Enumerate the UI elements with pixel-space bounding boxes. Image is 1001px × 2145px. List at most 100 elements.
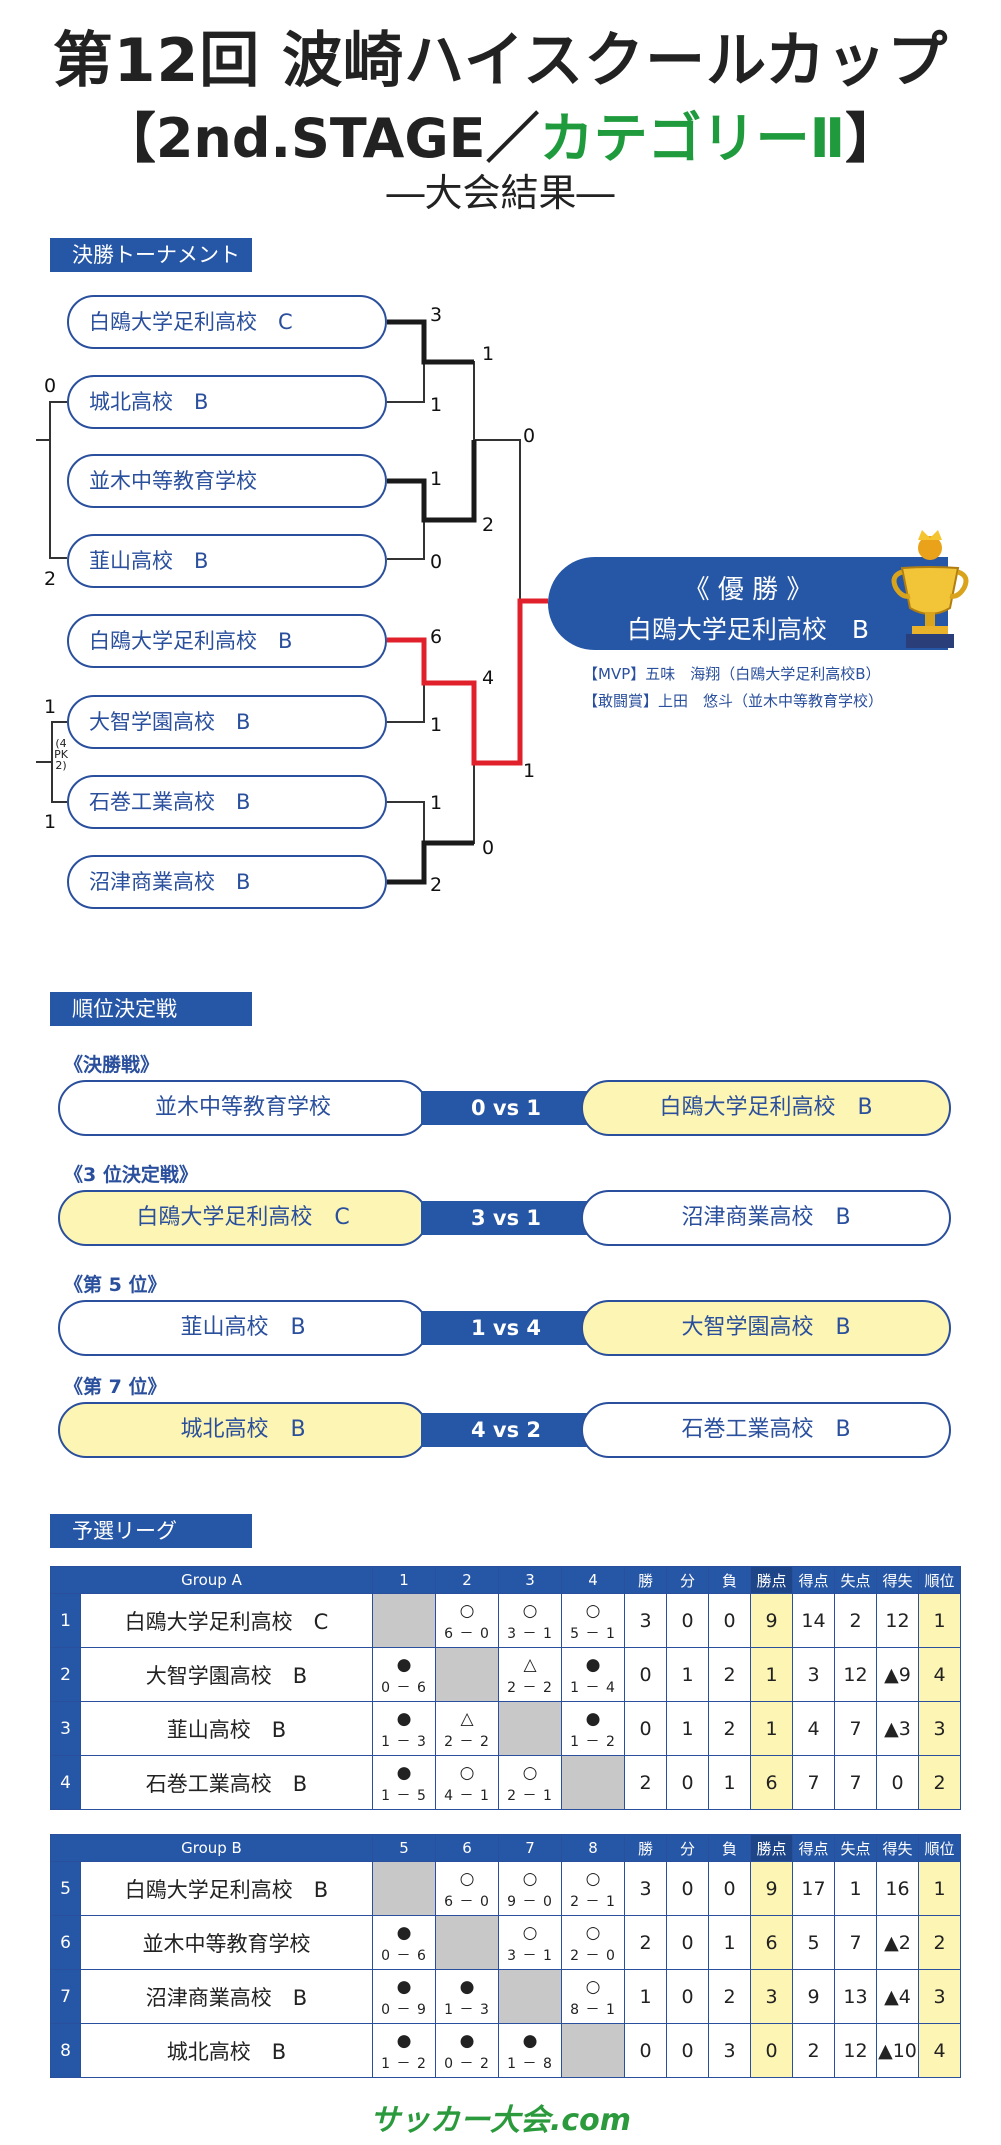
column-header: 1: [372, 1566, 436, 1594]
ranking-right-team: 石巻工業高校 B: [581, 1402, 951, 1458]
ranking-left-team: 城北高校 B: [58, 1402, 428, 1458]
team-name: 沼津商業高校 B: [80, 1969, 373, 2024]
stat-header: 失点: [834, 1566, 877, 1594]
stat-header: 順位: [918, 1566, 961, 1594]
team-name: 並木中等教育学校: [80, 1915, 373, 1970]
match-result: ○6 － 0: [435, 1593, 499, 1648]
self-match-cell: [435, 1915, 499, 1970]
result-mark: ○: [585, 1600, 601, 1621]
group-name: Group B: [50, 1834, 373, 1862]
score-r2-1: 1: [482, 343, 495, 365]
section-header-bracket: 決勝トーナメント: [50, 238, 252, 272]
stat-cell: 0: [708, 1861, 751, 1916]
match-result: △2 － 2: [435, 1701, 499, 1756]
stat-header: 勝: [624, 1566, 667, 1594]
stat-cell: 7: [834, 1915, 877, 1970]
column-header: 6: [435, 1834, 499, 1862]
column-header: 3: [498, 1566, 562, 1594]
stat-cell: 2: [834, 1593, 877, 1648]
self-match-cell: [498, 1969, 562, 2024]
stat-cell: 2: [918, 1755, 961, 1810]
stat-cell: 0: [666, 1755, 709, 1810]
stat-header: 順位: [918, 1834, 961, 1862]
stat-cell: 2: [918, 1915, 961, 1970]
stat-header: 得点: [792, 1834, 835, 1862]
score-side-bot-b: 1: [44, 811, 57, 833]
stat-cell: 16: [876, 1861, 919, 1916]
award-fighting: 【敢闘賞】上田 悠斗（並木中等教育学校）: [583, 692, 884, 710]
ranking-label: 《決勝戦》: [64, 1054, 160, 1076]
column-header: 7: [498, 1834, 562, 1862]
ranking-label: 《第 7 位》: [64, 1376, 167, 1398]
award-mvp: 【MVP】五味 海翔（白鴎大学足利高校B）: [583, 665, 881, 683]
stat-cell: 1: [708, 1755, 751, 1810]
stat-header: 勝: [624, 1834, 667, 1862]
bracket-team-1: 白鴎大学足利高校 C: [67, 295, 387, 349]
bracket-team-4: 韮山高校 B: [67, 534, 387, 588]
result-score: 3 － 1: [507, 1947, 553, 1964]
self-match-cell: [498, 1701, 562, 1756]
stat-cell: 12: [834, 1647, 877, 1702]
stat-cell: 0: [624, 2023, 667, 2078]
stat-cell: ▲3: [876, 1701, 919, 1756]
stat-cell: 3: [918, 1969, 961, 2024]
page-title: 第12回 波崎ハイスクールカップ: [52, 26, 949, 96]
result-mark: ●: [459, 1976, 475, 1997]
row-number: 6: [50, 1915, 81, 1970]
result-mark: ○: [459, 1762, 475, 1783]
stat-cell: ▲4: [876, 1969, 919, 2024]
stat-header: 勝点: [750, 1566, 793, 1594]
result-score: 1 － 2: [570, 1733, 616, 1750]
score-r1-5: 6: [430, 626, 443, 648]
stat-cell: 2: [708, 1701, 751, 1756]
stat-cell: 1: [918, 1861, 961, 1916]
bracket-lines: [36, 319, 548, 885]
stat-cell: 0: [876, 1755, 919, 1810]
result-score: 5 － 1: [570, 1625, 616, 1642]
ranking-left-team: 韮山高校 B: [58, 1300, 428, 1356]
ranking-left-team: 並木中等教育学校: [58, 1080, 428, 1136]
result-mark: ●: [459, 2030, 475, 2051]
bracket-team-6: 大智学園高校 B: [67, 695, 387, 749]
stat-cell: 7: [834, 1701, 877, 1756]
self-match-cell: [561, 2023, 625, 2078]
result-mark: ○: [585, 1868, 601, 1889]
result-mark: ○: [522, 1868, 538, 1889]
result-mark: ●: [396, 1708, 412, 1729]
self-match-cell: [372, 1593, 436, 1648]
stat-cell: 12: [876, 1593, 919, 1648]
stat-cell: 9: [792, 1969, 835, 2024]
column-header: 5: [372, 1834, 436, 1862]
stat-header: 負: [708, 1566, 751, 1594]
stat-header: 得点: [792, 1566, 835, 1594]
ranking-label: 《第 5 位》: [64, 1274, 167, 1296]
stat-cell: 1: [666, 1701, 709, 1756]
result-score: 2 － 1: [507, 1787, 553, 1804]
column-header: 4: [561, 1566, 625, 1594]
score-final-bottom: 1: [523, 760, 536, 782]
match-result: ●1 － 5: [372, 1755, 436, 1810]
result-mark: ○: [522, 1762, 538, 1783]
section-header-league: 予選リーグ: [50, 1514, 252, 1548]
match-result: ●0 － 9: [372, 1969, 436, 2024]
result-score: 0 － 6: [381, 1947, 427, 1964]
result-score: 3 － 1: [507, 1625, 553, 1642]
champion-team: 白鴎大学足利高校 B: [626, 615, 870, 644]
stat-cell: 0: [624, 1647, 667, 1702]
stat-cell: 0: [624, 1701, 667, 1756]
team-name: 石巻工業高校 B: [80, 1755, 373, 1810]
result-mark: △: [523, 1654, 537, 1675]
match-result: ○6 － 0: [435, 1861, 499, 1916]
stat-cell: 0: [708, 1593, 751, 1648]
result-mark: △: [460, 1708, 474, 1729]
score-r2-2: 2: [482, 514, 495, 536]
match-result: ○2 － 0: [561, 1915, 625, 1970]
score-side-top-a: 0: [44, 375, 57, 397]
result-mark: ●: [396, 1922, 412, 1943]
row-number: 2: [50, 1647, 81, 1702]
result-mark: ○: [459, 1600, 475, 1621]
